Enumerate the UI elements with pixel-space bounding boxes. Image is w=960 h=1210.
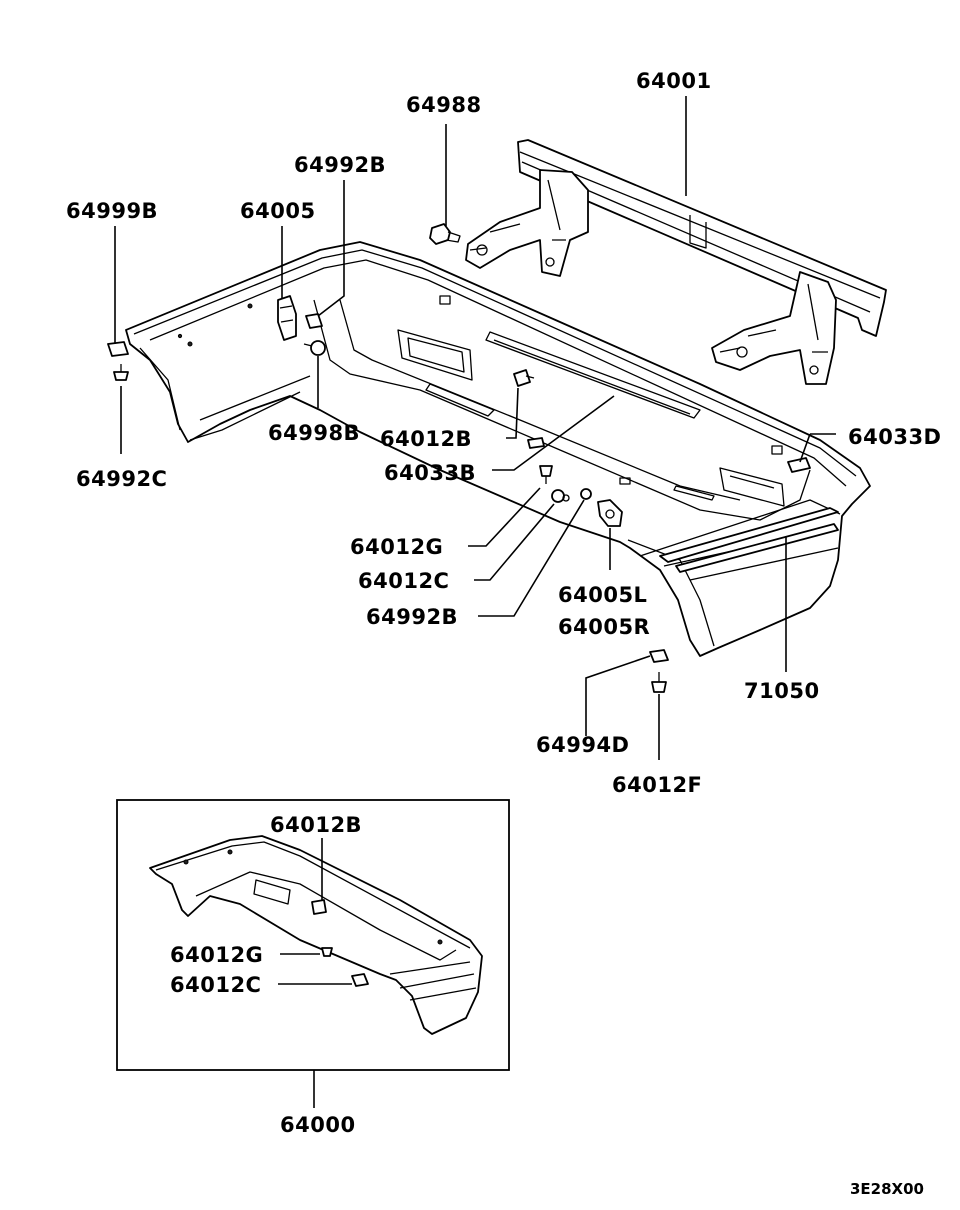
label-64992B-top: 64992B <box>294 153 386 177</box>
label-71050: 71050 <box>744 679 820 703</box>
label-64005R: 64005R <box>558 615 650 639</box>
label-64999B: 64999B <box>66 199 158 223</box>
label-64012G-main: 64012G <box>350 535 443 559</box>
label-64012C-main: 64012C <box>358 569 449 593</box>
drawing-code: 3E28X00 <box>850 1180 924 1198</box>
label-64033B: 64033B <box>384 461 476 485</box>
part-labels: 64001 64988 64992B 64999B 64005 64998B 6… <box>66 69 942 1198</box>
label-64012C-inset: 64012C <box>170 973 261 997</box>
label-64012G-inset: 64012G <box>170 943 263 967</box>
label-64000: 64000 <box>280 1113 356 1137</box>
molding-strip-71050 <box>659 507 839 573</box>
label-64001: 64001 <box>636 69 712 93</box>
label-64992C: 64992C <box>76 467 167 491</box>
bumper-reinforcement-64001 <box>465 139 887 385</box>
label-64005L: 64005L <box>558 583 647 607</box>
fasteners <box>107 223 811 693</box>
bumper-cover-main <box>125 241 871 657</box>
label-64033D: 64033D <box>848 425 942 449</box>
label-64998B: 64998B <box>268 421 360 445</box>
label-64994D: 64994D <box>536 733 630 757</box>
label-64005: 64005 <box>240 199 316 223</box>
label-64992B-mid: 64992B <box>366 605 458 629</box>
label-64012F: 64012F <box>612 773 702 797</box>
label-64012B-main: 64012B <box>380 427 472 451</box>
inset-assembly-64000 <box>116 799 510 1108</box>
label-64012B-inset: 64012B <box>270 813 362 837</box>
label-64988: 64988 <box>406 93 482 117</box>
leader-lines <box>114 96 836 760</box>
